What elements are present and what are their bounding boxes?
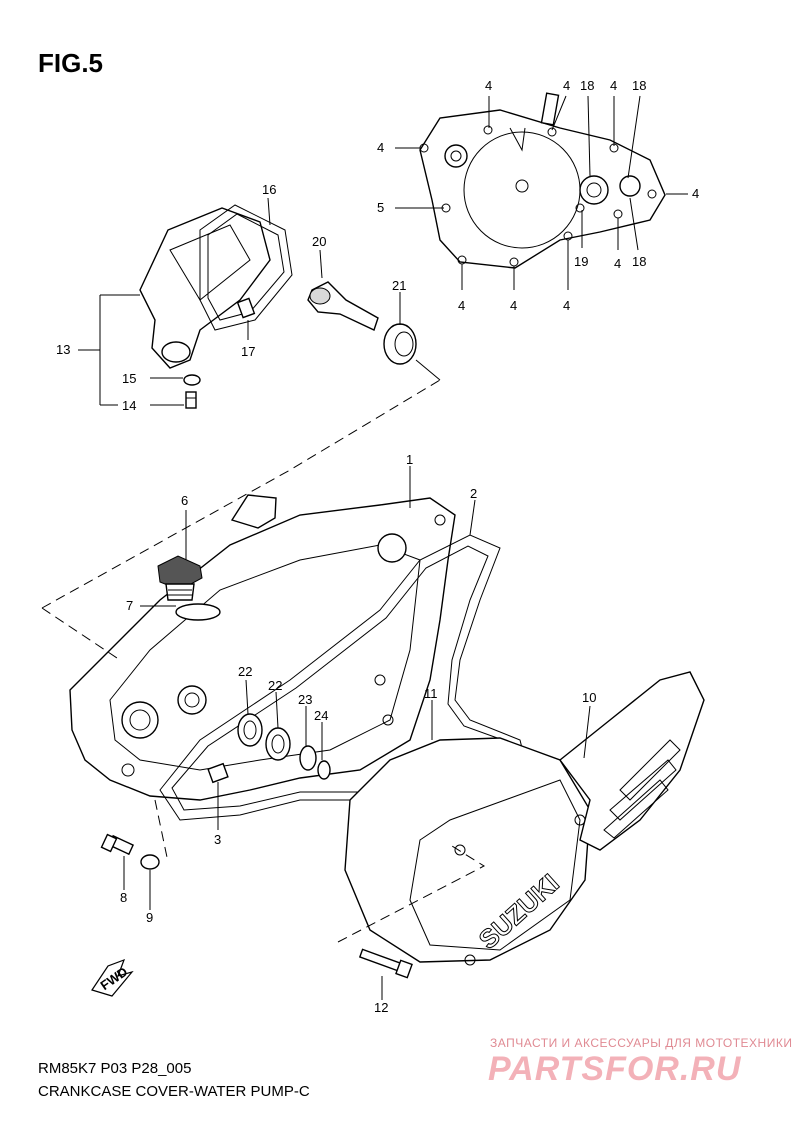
callout-4: 4 — [614, 256, 621, 271]
callout-17: 17 — [241, 344, 255, 359]
callout-7: 7 — [126, 598, 133, 613]
callout-3: 3 — [214, 832, 221, 847]
clutch-cover — [344, 737, 591, 966]
leader-lines — [78, 95, 688, 1000]
bearing — [265, 727, 291, 761]
callout-4: 4 — [692, 186, 699, 201]
washer — [183, 374, 201, 386]
callout-12: 12 — [374, 1000, 388, 1015]
callout-5: 5 — [377, 200, 384, 215]
callout-11: 11 — [424, 686, 438, 701]
callout-14: 14 — [122, 398, 136, 413]
crankcase-cover — [69, 494, 456, 801]
callout-23: 23 — [298, 692, 312, 707]
callout-20: 20 — [312, 234, 326, 249]
figure-title: FIG.5 — [38, 48, 104, 78]
o-ring — [317, 760, 331, 780]
callout-22: 22 — [268, 678, 282, 693]
oil-seal — [383, 323, 417, 365]
drain-bolt — [185, 391, 197, 409]
dowel-pin — [207, 762, 229, 784]
guard-cover — [559, 671, 705, 851]
watermark-logo: PARTSFOR.RU — [488, 1050, 742, 1088]
callout-21: 21 — [392, 278, 406, 293]
callout-4: 4 — [485, 78, 492, 93]
callout-22: 22 — [238, 664, 252, 679]
callout-13: 13 — [56, 342, 70, 357]
callout-6: 6 — [181, 493, 188, 508]
callout-9: 9 — [146, 910, 153, 925]
callout-24: 24 — [314, 708, 328, 723]
diagram-code: RM85K7 P03 P28_005 — [38, 1060, 192, 1077]
dowel-pin — [236, 297, 256, 319]
impeller-shaft — [307, 281, 379, 331]
washer — [140, 854, 160, 870]
callout-4: 4 — [458, 298, 465, 313]
callout-10: 10 — [582, 690, 596, 705]
bearing — [237, 713, 263, 747]
callout-4: 4 — [510, 298, 517, 313]
circlip — [299, 745, 317, 771]
oil-filler-cap — [157, 555, 203, 601]
callout-4: 4 — [610, 78, 617, 93]
water-pump-case — [139, 207, 271, 369]
fwd-arrow-icon — [91, 958, 134, 997]
callout-16: 16 — [262, 182, 276, 197]
bolt — [100, 833, 135, 856]
water-pump-gasket — [199, 204, 293, 331]
callout-4: 4 — [563, 78, 570, 93]
inner-clutch-cover — [419, 92, 666, 269]
callout-15: 15 — [122, 371, 136, 386]
callout-2: 2 — [470, 486, 477, 501]
diagram-caption: CRANKCASE COVER-WATER PUMP-C — [38, 1083, 310, 1100]
callout-8: 8 — [120, 890, 127, 905]
callout-18: 18 — [632, 254, 646, 269]
callout-4: 4 — [563, 298, 570, 313]
crankcase-cover-gasket — [159, 534, 531, 821]
callout-18: 18 — [632, 78, 646, 93]
callout-18: 18 — [580, 78, 594, 93]
bolt — [358, 948, 413, 979]
watermark-tagline: ЗАПЧАСТИ И АКСЕССУАРЫ ДЛЯ МОТОТЕХНИКИ — [490, 1036, 793, 1050]
o-ring — [175, 603, 221, 621]
callout-4: 4 — [377, 140, 384, 155]
callout-19: 19 — [574, 254, 588, 269]
callout-1: 1 — [406, 452, 413, 467]
